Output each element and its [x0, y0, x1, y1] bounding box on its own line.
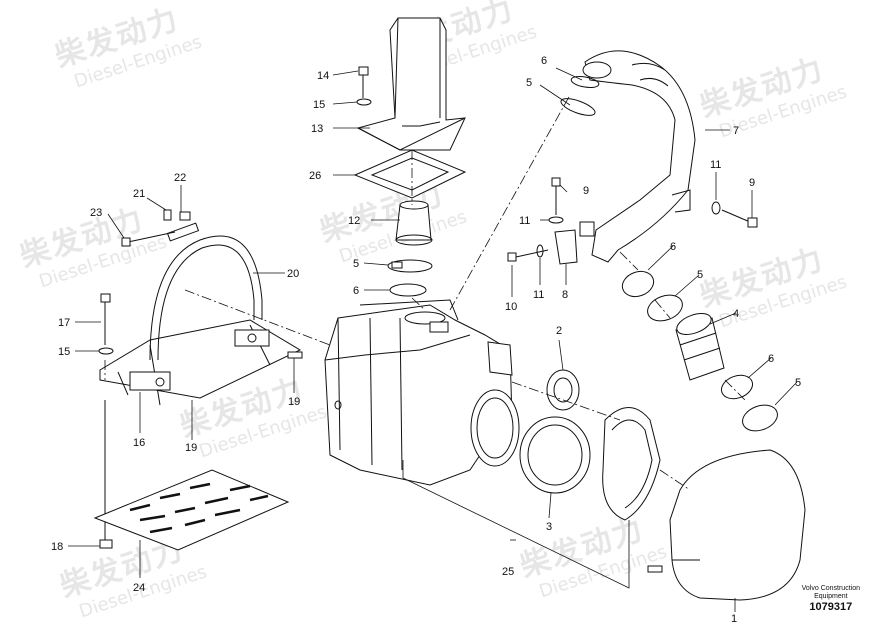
- callout-label: 26: [309, 170, 321, 182]
- hose-clamp-part: [560, 76, 600, 116]
- bolt-part: [98, 293, 114, 355]
- credit-line-2: Equipment: [814, 593, 848, 600]
- callout-label: 15: [313, 99, 325, 111]
- callout-labels: 14 15 13 26 12 5 6 22 21 23 20 17 15 16 …: [51, 55, 801, 625]
- callout-label: 19: [185, 442, 197, 454]
- bracket-part: [554, 221, 595, 265]
- strap-part: [149, 222, 263, 361]
- callout-label: 13: [311, 123, 323, 135]
- callout-label: 6: [353, 285, 359, 297]
- callout-label: 11: [710, 159, 721, 171]
- callout-label: 18: [51, 541, 63, 553]
- callout-label: 25: [502, 566, 514, 578]
- callout-label: 4: [733, 308, 739, 320]
- air-cleaner-housing: [324, 299, 520, 486]
- callout-label: 2: [556, 325, 562, 337]
- credit-line-1: Volvo Construction: [801, 585, 860, 592]
- callout-label: 3: [546, 521, 552, 533]
- callout-label: 6: [768, 353, 774, 365]
- callout-label: 9: [749, 177, 755, 189]
- filter-ring-part: [546, 369, 580, 411]
- callout-label: 5: [697, 269, 703, 281]
- callout-label: 6: [670, 241, 676, 253]
- gasket-part: [353, 149, 467, 199]
- callout-label: 19: [288, 396, 300, 408]
- callout-label: 14: [317, 70, 329, 82]
- bolt-part: [356, 66, 372, 106]
- callout-label: 15: [58, 346, 70, 358]
- callout-label: 10: [505, 301, 517, 313]
- end-cap-part: [602, 407, 661, 521]
- pin-part: [287, 351, 303, 359]
- callout-label: 24: [133, 582, 145, 594]
- hose-clamp-part: [387, 259, 433, 273]
- o-ring-part: [389, 283, 427, 297]
- publisher-credit: Volvo Construction Equipment 1079317: [802, 585, 860, 613]
- callout-label: 9: [583, 185, 589, 197]
- hose-part: [675, 313, 725, 381]
- callout-label: 11: [519, 215, 530, 227]
- prefilter-tube-part: [395, 200, 433, 246]
- callout-label: 22: [174, 172, 186, 184]
- callout-label: 12: [348, 215, 360, 227]
- leader-lines: [68, 67, 798, 612]
- callout-label: 7: [733, 125, 739, 137]
- bolt-part: [121, 209, 191, 247]
- callout-label: 16: [133, 437, 145, 449]
- o-ring-part: [621, 270, 753, 400]
- callout-label: 8: [562, 289, 568, 301]
- callout-label: 1: [731, 613, 737, 625]
- hose-clamp-part: [647, 294, 778, 432]
- callout-label: 5: [795, 377, 801, 389]
- filter-element-part: [519, 416, 591, 494]
- callout-label: 5: [353, 258, 359, 270]
- callout-label: 21: [133, 188, 145, 200]
- callout-label: 20: [287, 268, 299, 280]
- base-plate-part: [93, 469, 290, 551]
- cover-part: [647, 449, 806, 601]
- mounting-bracket-part: [99, 319, 302, 406]
- callout-label: 6: [541, 55, 547, 67]
- callout-label: 5: [526, 77, 532, 89]
- callout-label: 11: [533, 289, 544, 301]
- air-duct-part: [356, 17, 466, 151]
- nut-part: [99, 400, 113, 549]
- bolt-part: [507, 177, 758, 262]
- callout-label: 17: [58, 317, 70, 329]
- outlet-hose-part: [582, 50, 696, 263]
- drawing-number: 1079317: [809, 601, 853, 613]
- callout-label: 23: [90, 207, 102, 219]
